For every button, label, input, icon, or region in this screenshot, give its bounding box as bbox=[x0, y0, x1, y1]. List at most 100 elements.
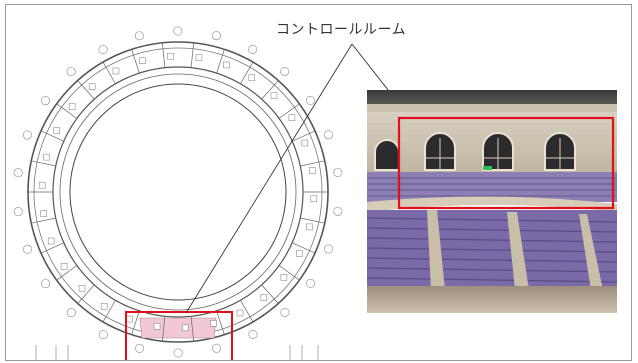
room-box bbox=[306, 223, 313, 231]
radial-partition bbox=[216, 49, 225, 74]
radial-partitions bbox=[28, 42, 328, 342]
room-box bbox=[309, 167, 316, 174]
radial-partition bbox=[278, 103, 300, 119]
room-box bbox=[223, 61, 230, 69]
column-marker bbox=[333, 167, 343, 177]
room-box bbox=[43, 153, 50, 161]
column-marker bbox=[173, 26, 183, 36]
column-marker bbox=[13, 168, 23, 178]
radial-partition bbox=[102, 300, 116, 323]
arena-floor-ring bbox=[69, 83, 287, 301]
room-box bbox=[301, 139, 309, 147]
room-box bbox=[182, 324, 189, 332]
column-marker bbox=[66, 67, 76, 77]
column-marker bbox=[333, 206, 343, 216]
inner-wall-ring bbox=[59, 73, 297, 311]
column-marker bbox=[324, 244, 334, 254]
arena-photo bbox=[367, 90, 617, 313]
room-box bbox=[40, 210, 47, 217]
radial-partition bbox=[40, 242, 64, 254]
column-marker bbox=[173, 348, 183, 358]
radial-partition bbox=[161, 316, 166, 342]
radial-partition bbox=[190, 42, 195, 68]
room-box bbox=[100, 302, 108, 310]
column-marker bbox=[98, 45, 108, 55]
room-box bbox=[248, 74, 256, 82]
radial-partition bbox=[240, 61, 254, 84]
control-room-callout: コントロールルーム bbox=[276, 22, 407, 38]
radial-partition bbox=[131, 49, 140, 74]
radial-partition bbox=[31, 217, 56, 224]
column-marker bbox=[305, 95, 315, 105]
room-box bbox=[126, 315, 133, 323]
column-markers bbox=[13, 26, 343, 358]
column-marker bbox=[135, 343, 145, 353]
room-box bbox=[78, 285, 86, 292]
radial-partition bbox=[240, 300, 254, 323]
room-box bbox=[210, 320, 217, 327]
room-box bbox=[47, 237, 55, 245]
column-marker bbox=[13, 207, 23, 217]
room-box bbox=[260, 294, 268, 301]
radial-partition bbox=[216, 310, 225, 335]
column-marker bbox=[280, 66, 290, 76]
radial-partition bbox=[190, 316, 195, 342]
room-box bbox=[288, 114, 296, 121]
column-marker bbox=[323, 130, 333, 140]
column-marker bbox=[280, 307, 290, 317]
room-box bbox=[153, 323, 161, 330]
room-box bbox=[88, 83, 96, 90]
room-box bbox=[236, 309, 244, 317]
room-box bbox=[296, 250, 303, 257]
room-box bbox=[195, 54, 203, 61]
room-box bbox=[310, 195, 318, 203]
bottom-ticks bbox=[35, 345, 319, 360]
radial-partition bbox=[278, 265, 300, 281]
radial-partition bbox=[161, 42, 166, 68]
column-marker bbox=[98, 330, 108, 340]
radial-partition bbox=[102, 61, 116, 84]
room-box bbox=[60, 263, 68, 270]
column-marker bbox=[23, 244, 33, 254]
room-box bbox=[112, 67, 120, 75]
column-marker bbox=[306, 278, 316, 288]
room-box bbox=[53, 127, 60, 134]
radial-partition bbox=[261, 284, 279, 304]
radial-partition bbox=[56, 265, 78, 281]
column-marker bbox=[211, 31, 221, 41]
radial-partition bbox=[31, 160, 56, 167]
column-marker bbox=[248, 329, 258, 339]
outer-wall-ring-2 bbox=[33, 47, 323, 337]
radial-partition bbox=[300, 217, 325, 224]
column-marker bbox=[41, 279, 51, 289]
room-box bbox=[139, 57, 146, 64]
room-box bbox=[167, 52, 174, 60]
radial-partition bbox=[40, 130, 64, 142]
radial-partition bbox=[77, 80, 95, 100]
control-room-zone bbox=[139, 317, 217, 339]
radial-partition bbox=[261, 80, 279, 100]
column-marker bbox=[248, 44, 258, 54]
room-box bbox=[280, 274, 288, 281]
control-room-highlight-plan bbox=[125, 311, 233, 360]
radial-partition bbox=[292, 242, 316, 254]
column-marker bbox=[22, 130, 32, 140]
radial-partition bbox=[300, 160, 325, 167]
concourse-ring bbox=[52, 66, 304, 318]
room-box bbox=[68, 103, 76, 110]
control-room-highlight-photo bbox=[397, 116, 615, 210]
column-marker bbox=[212, 343, 222, 353]
radial-partition bbox=[131, 310, 140, 335]
radial-partition bbox=[56, 103, 78, 119]
radial-partition bbox=[77, 284, 95, 304]
radial-partition bbox=[292, 130, 316, 142]
arched-windows bbox=[374, 132, 576, 171]
column-marker bbox=[134, 31, 144, 41]
column-marker bbox=[40, 96, 50, 106]
column-marker bbox=[66, 308, 76, 318]
outer-wall-ring bbox=[27, 41, 329, 343]
room-box bbox=[270, 92, 278, 99]
leader-line-to-plan bbox=[185, 43, 353, 314]
room-box bbox=[38, 181, 46, 189]
